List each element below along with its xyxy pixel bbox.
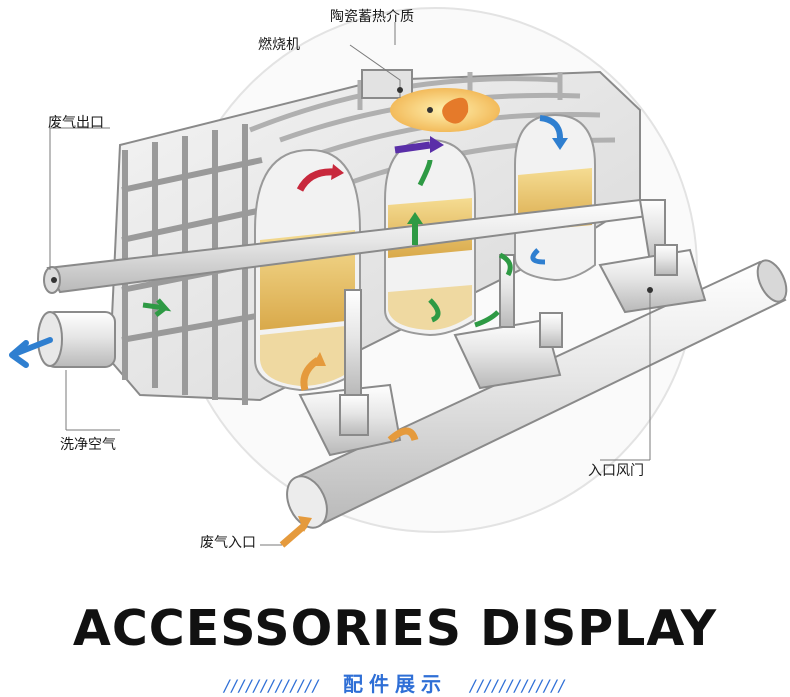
label-clean-air: 洗净空气 (60, 437, 116, 453)
arrow-duct-green (142, 298, 172, 317)
slashes-left: ///////////// (223, 676, 321, 695)
arrow-blue-small (530, 248, 546, 265)
label-ceramic-media: 陶瓷蓄热介质 (330, 9, 414, 25)
label-inlet-valve: 入口风门 (588, 463, 644, 479)
banner-title: ACCESSORIES DISPLAY (72, 600, 718, 657)
arrow-blue-curve (539, 115, 563, 139)
arrow-purple (394, 141, 431, 154)
arrow-inlet-orange (279, 522, 308, 548)
arrow-orange-valve (387, 427, 419, 443)
slashes-right: ///////////// (469, 676, 567, 695)
ceramic-lower-middle (388, 285, 472, 330)
burner-box (361, 69, 413, 99)
arrow-red (296, 168, 336, 192)
arrow-outflow-blue (9, 337, 53, 368)
outlet-drum (37, 311, 116, 368)
ceramic-lower-left (260, 325, 355, 386)
label-exhaust-outlet: 废气出口 (48, 115, 104, 131)
banner-subtitle: 配件展示 (343, 672, 447, 696)
label-burner: 燃烧机 (258, 37, 300, 53)
inlet-pipe (286, 259, 788, 529)
flame-icon (442, 97, 469, 124)
flow-arrows (9, 115, 568, 548)
arrow-green-curve (474, 310, 500, 328)
exhaust-duct (43, 198, 666, 294)
banner-subtitle-row: ///////////// 配件展示 ///////////// (0, 668, 790, 697)
valve-funnels (298, 244, 707, 457)
leader-dots (51, 87, 653, 293)
label-exhaust-inlet: 废气入口 (200, 535, 256, 551)
